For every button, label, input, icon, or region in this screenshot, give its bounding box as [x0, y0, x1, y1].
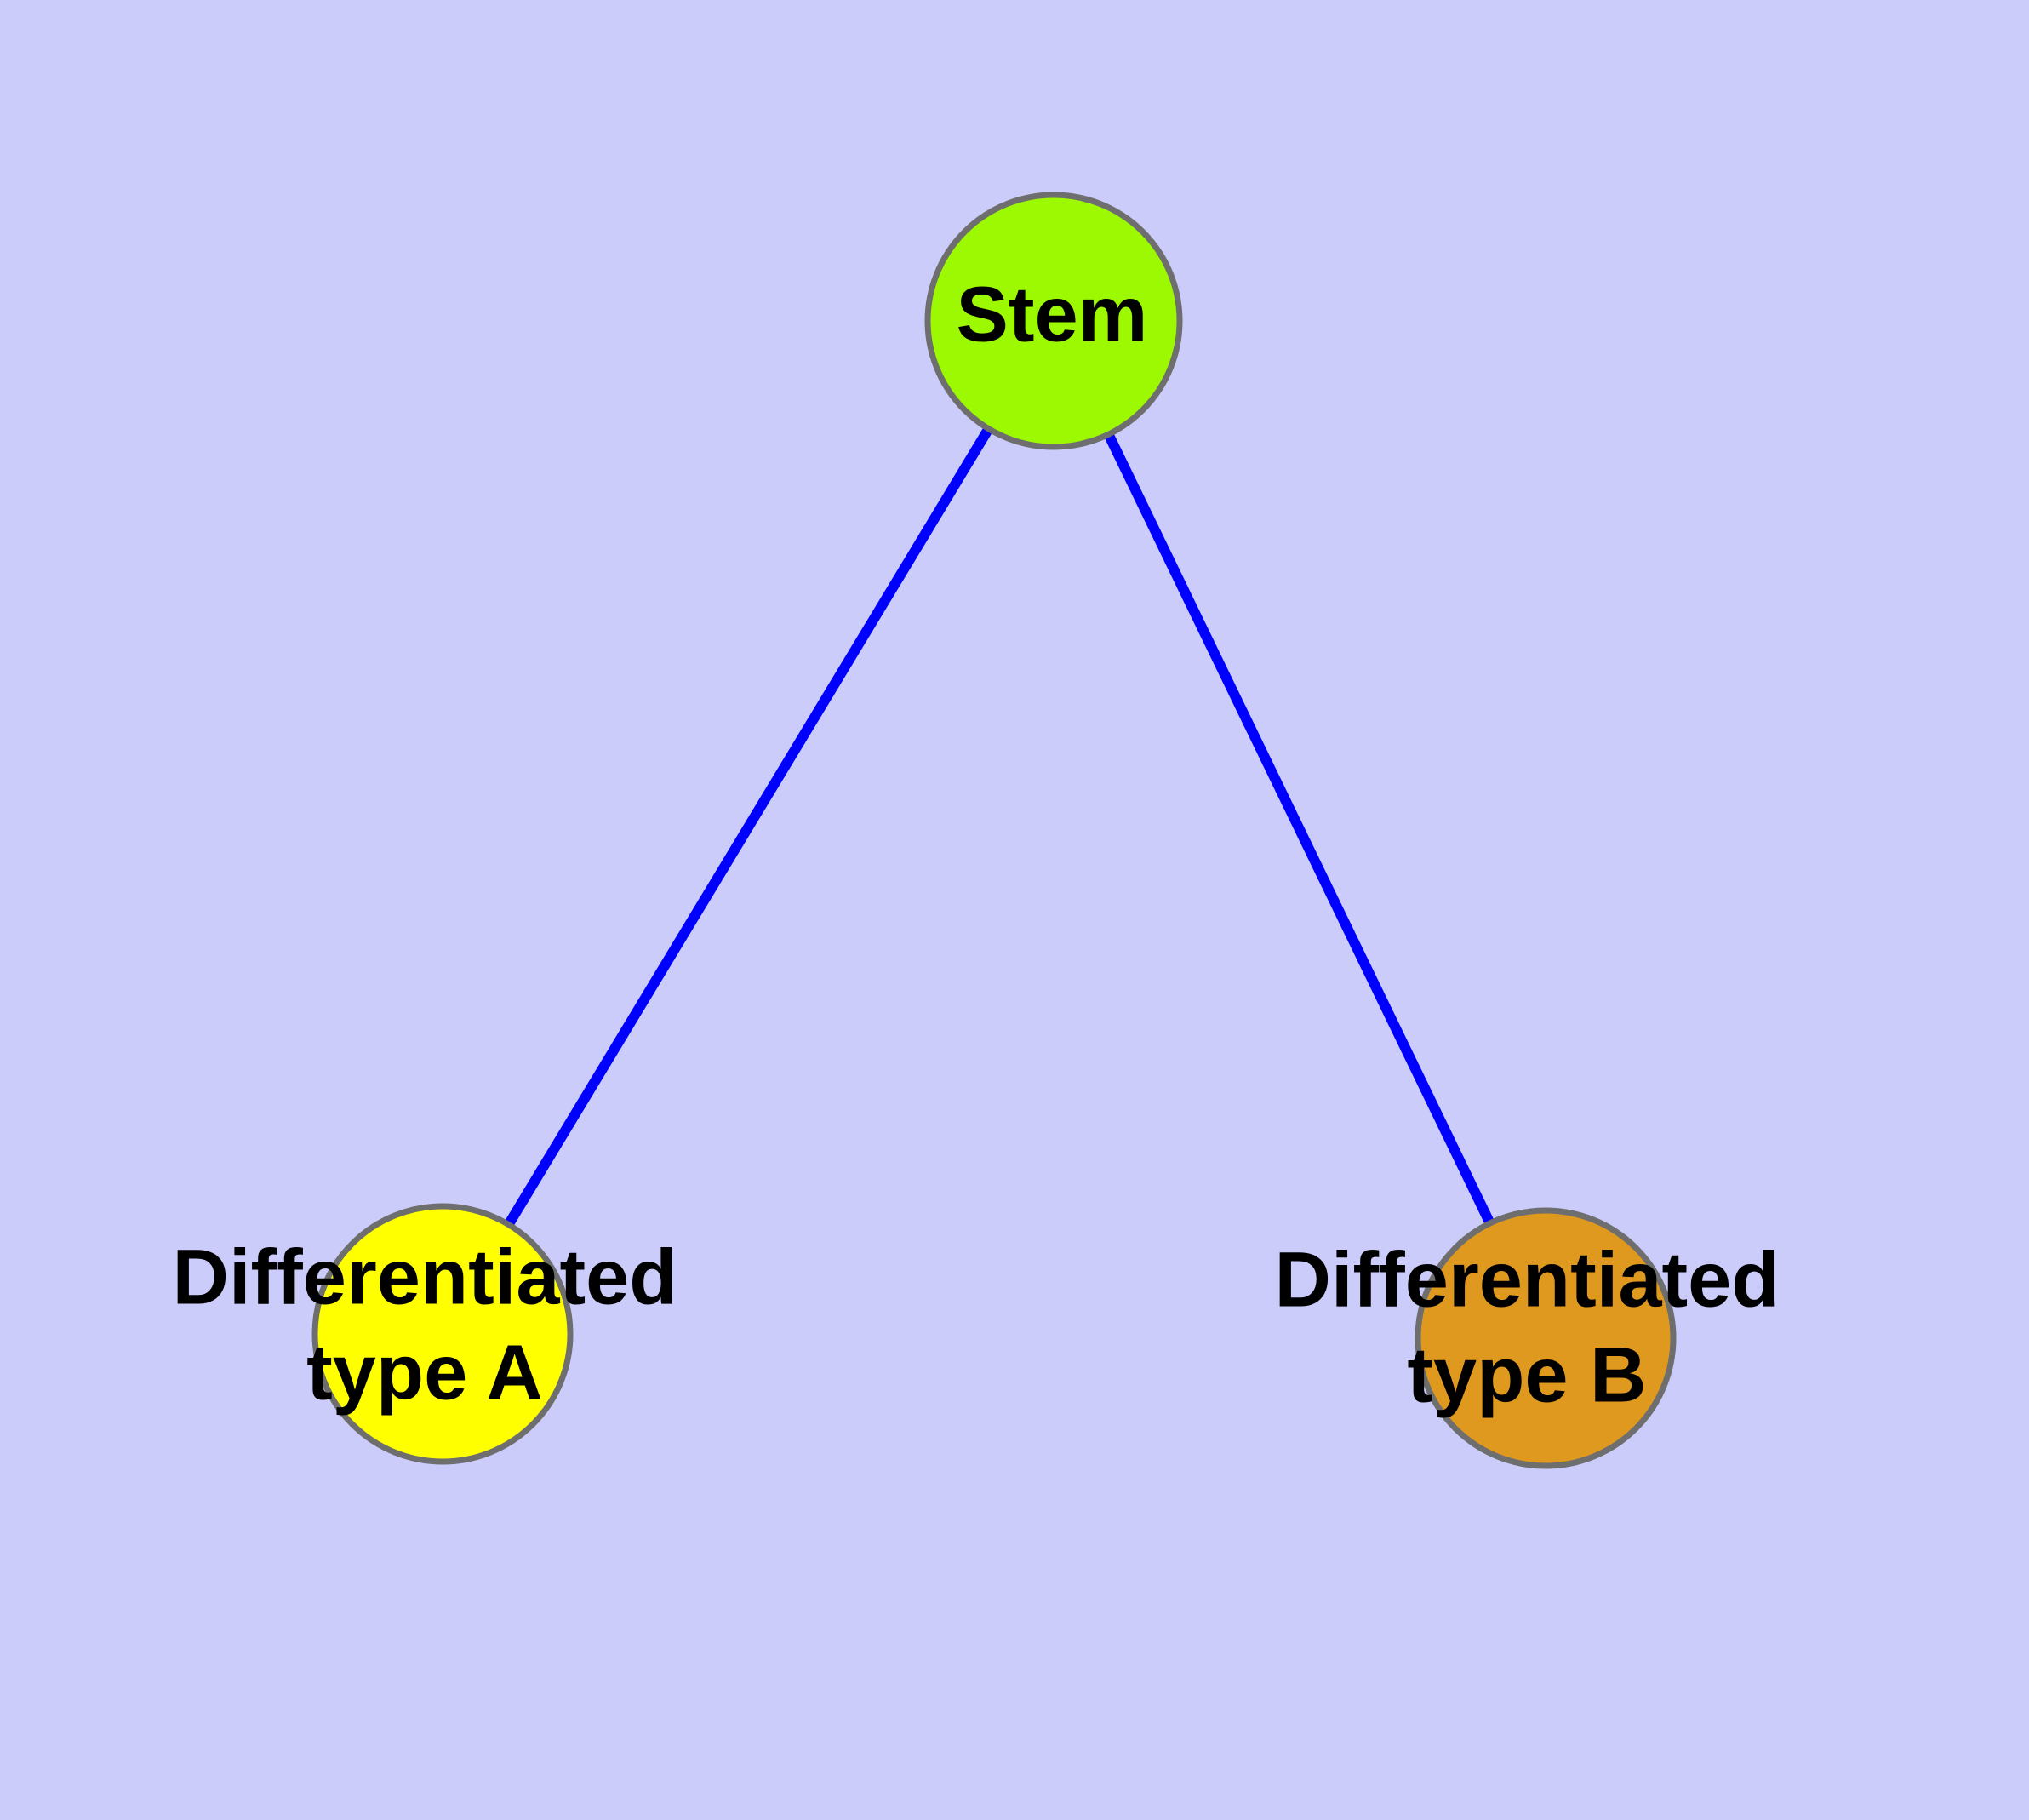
- edge-stem-to-differentiated-type-b[interactable]: [1049, 318, 1551, 1341]
- edge-layer: [437, 318, 1551, 1341]
- node-label-differentiated-type-a-line1: Differentiated: [173, 1233, 677, 1320]
- node-differentiated-type-a[interactable]: [311, 1203, 574, 1465]
- node-label-stem: Stem: [957, 271, 1148, 358]
- node-differentiated-type-b[interactable]: [1415, 1207, 1677, 1469]
- node-label-differentiated-type-a-line2: type A: [306, 1329, 543, 1416]
- edge-stem-to-differentiated-type-a[interactable]: [437, 318, 1059, 1337]
- label-layer: Stem Differentiated type A Differentiate…: [173, 271, 1780, 1418]
- node-stem[interactable]: [924, 192, 1183, 450]
- node-label-differentiated-type-b-line1: Differentiated: [1275, 1236, 1780, 1323]
- node-label-differentiated-type-b-line2: type B: [1407, 1331, 1646, 1418]
- node-layer: [311, 192, 1677, 1469]
